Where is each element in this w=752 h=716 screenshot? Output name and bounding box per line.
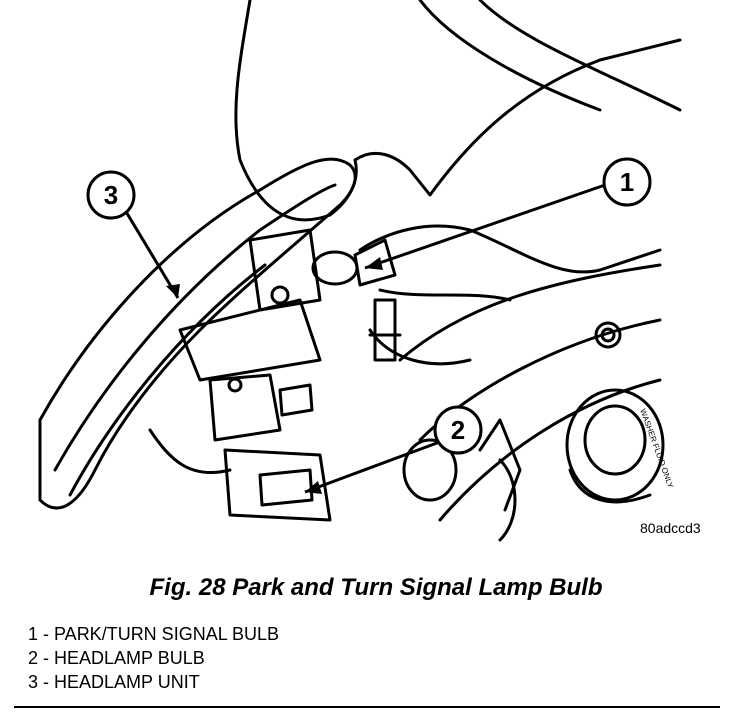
callout-2: 2 [433, 405, 483, 455]
svg-text:3: 3 [104, 180, 118, 210]
callout-1: 1 [602, 157, 652, 207]
headlamp-bulb [223, 448, 332, 522]
legend-text: - HEADLAMP BULB [38, 648, 205, 668]
legend-list: 1 - PARK/TURN SIGNAL BULB 2 - HEADLAMP B… [28, 622, 279, 694]
figure-caption: Fig. 28 Park and Turn Signal Lamp Bulb [149, 574, 603, 601]
legend-item: 1 - PARK/TURN SIGNAL BULB [28, 622, 279, 646]
arm-right [478, 0, 682, 112]
hand-lower [358, 224, 662, 274]
svg-text:1: 1 [620, 167, 634, 197]
legend-text: - HEADLAMP UNIT [38, 672, 200, 692]
legend-num: 1 [28, 624, 39, 644]
legend-item: 3 - HEADLAMP UNIT [28, 670, 279, 694]
figure-code: 80adccd3 [640, 520, 701, 536]
technical-illustration: 1 2 3 WASHER FLUID ONLY [38, 0, 682, 542]
headlamp-unit [38, 157, 357, 510]
legend-num: 3 [28, 672, 39, 692]
washer-reservoir-cap [565, 388, 665, 502]
svg-text:2: 2 [451, 415, 465, 445]
callout-3: 3 [86, 170, 136, 220]
legend-item: 2 - HEADLAMP BULB [28, 646, 279, 670]
bottom-divider [14, 706, 720, 708]
legend-text: - PARK/TURN SIGNAL BULB [38, 624, 280, 644]
park-turn-bulb [311, 250, 359, 286]
legend-num: 2 [28, 648, 39, 668]
